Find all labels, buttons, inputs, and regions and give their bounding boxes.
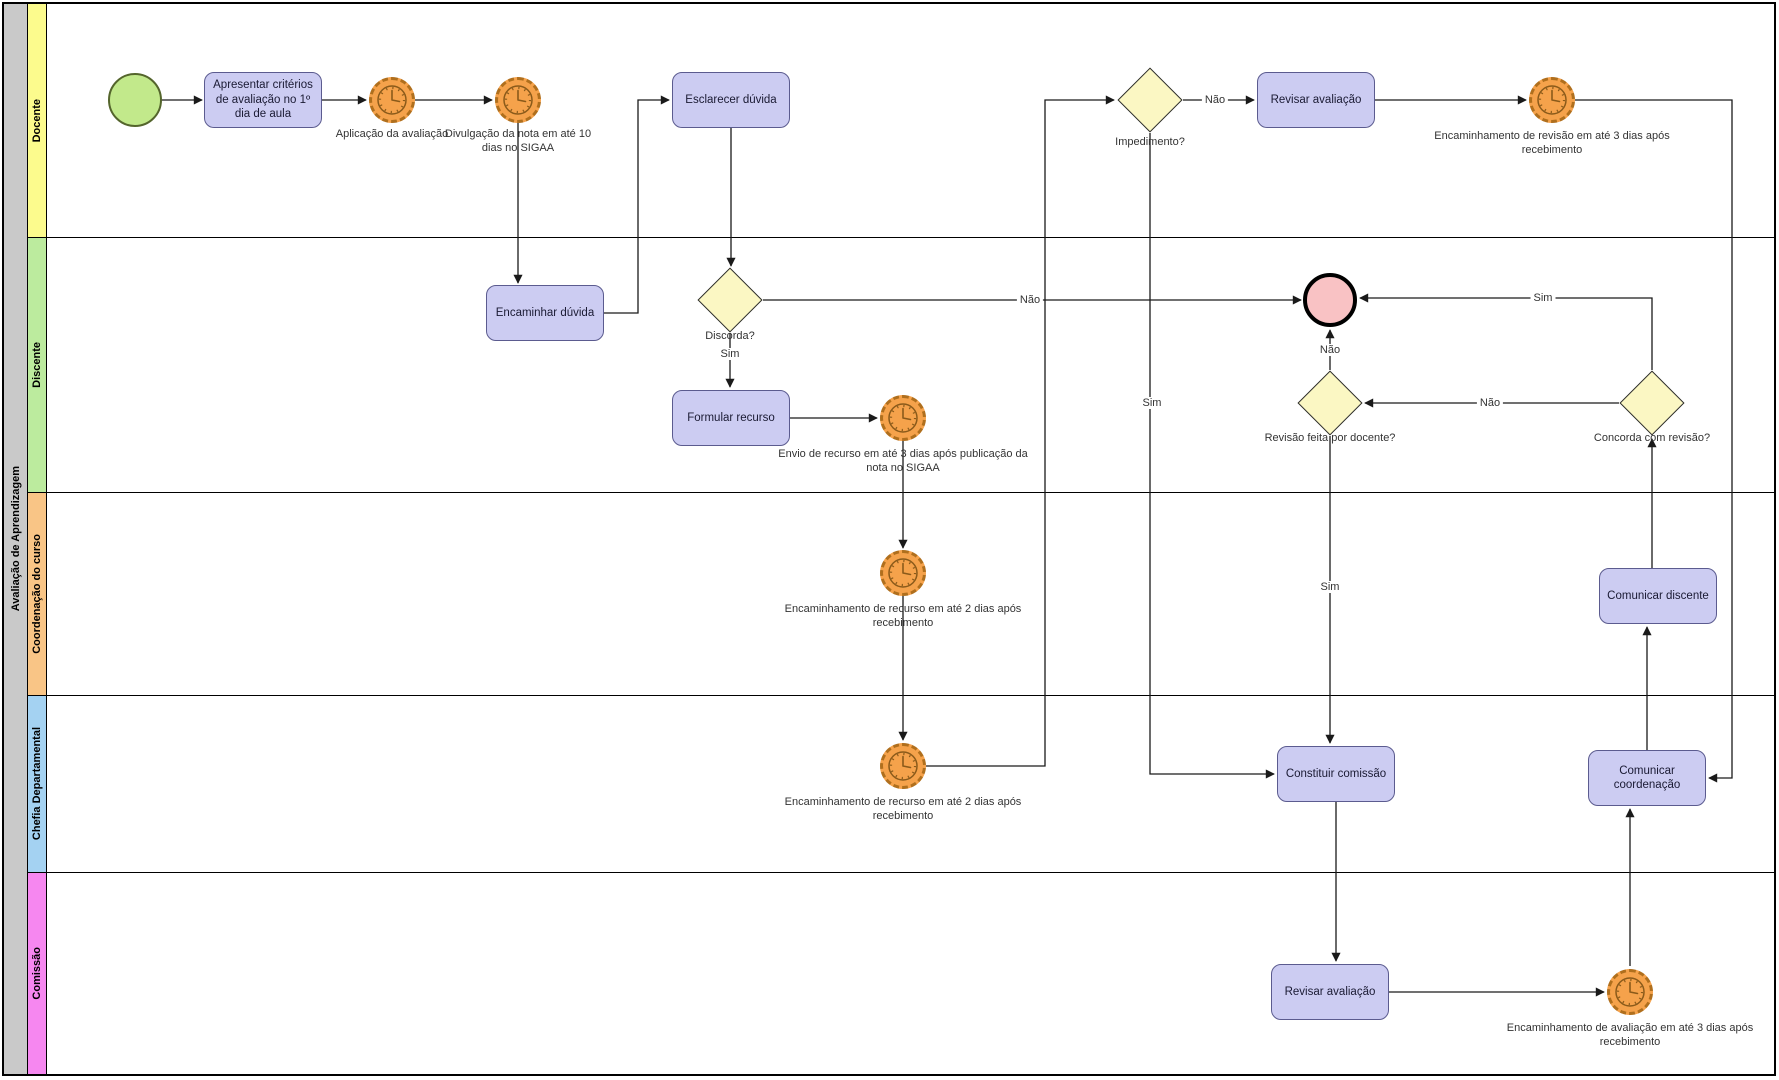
task-encaminhar-duvida[interactable]: Encaminhar dúvida <box>486 285 604 341</box>
timer-caption: Encaminhamento de avaliação em até 3 dia… <box>1506 1022 1754 1049</box>
lane-label-discente: Discente <box>31 342 43 388</box>
lane-strip-discente: Discente <box>28 238 47 492</box>
task-label: Revisar avaliação <box>1284 985 1376 998</box>
timer-caption: Divulgação da nota em até 10 dias no SIG… <box>444 128 592 155</box>
task-label: Constituir comissão <box>1285 767 1387 780</box>
clock-icon <box>888 403 918 433</box>
lanes: Docente Discente Coordenação do curso Ch… <box>28 4 1774 1074</box>
task-label: Encaminhar dúvida <box>495 306 595 319</box>
task-label: Apresentar critérios de avaliação no 1º … <box>213 79 313 121</box>
lane-strip-chefia: Chefia Departamental <box>28 696 47 872</box>
task-label: Formular recurso <box>687 411 775 424</box>
flow-label-revisao-docente-nao: Não <box>1316 344 1344 356</box>
flow-label-revisao-docente-sim: Sim <box>1317 581 1343 593</box>
lane-chefia: Chefia Departamental <box>28 695 1774 872</box>
task-esclarecer-duvida[interactable]: Esclarecer dúvida <box>672 72 790 128</box>
timer-event-encaminhamento-recurso-coordenacao[interactable] <box>880 550 926 596</box>
gateway-caption: Revisão feita por docente? <box>1264 432 1396 444</box>
timer-caption: Encaminhamento de revisão em até 3 dias … <box>1434 130 1670 157</box>
end-event[interactable] <box>1303 273 1357 327</box>
clock-icon <box>1615 977 1645 1007</box>
task-constituir-comissao[interactable]: Constituir comissão <box>1277 746 1395 802</box>
flow-label-impedimento-nao: Não <box>1201 94 1229 106</box>
flow-label-impedimento-sim: Sim <box>1139 397 1165 409</box>
gateway-caption: Impedimento? <box>1115 136 1185 148</box>
pool-title: Avaliação de Aprendizagem <box>9 466 22 612</box>
lane-strip-comissao: Comissão <box>28 873 47 1074</box>
lane-discente: Discente <box>28 237 1774 492</box>
gateway-caption: Discorda? <box>705 330 755 342</box>
lane-label-chefia: Chefia Departamental <box>31 727 43 841</box>
task-revisar-avaliacao-comissao[interactable]: Revisar avaliação <box>1271 964 1389 1020</box>
clock-icon <box>377 85 407 115</box>
timer-event-aplicacao-avaliacao[interactable] <box>369 77 415 123</box>
task-comunicar-discente[interactable]: Comunicar discente <box>1599 568 1717 624</box>
timer-event-envio-recurso[interactable] <box>880 395 926 441</box>
clock-icon <box>1537 85 1567 115</box>
lane-strip-docente: Docente <box>28 4 47 237</box>
timer-caption: Encaminhamento de recurso em até 2 dias … <box>784 603 1022 630</box>
task-label: Esclarecer dúvida <box>685 93 777 106</box>
lane-docente: Docente <box>28 4 1774 237</box>
flow-label-discorda-sim: Sim <box>717 348 743 360</box>
clock-icon <box>888 558 918 588</box>
task-formular-recurso[interactable]: Formular recurso <box>672 390 790 446</box>
pool-title-strip: Avaliação de Aprendizagem <box>4 4 28 1074</box>
timer-event-encaminhamento-revisao[interactable] <box>1529 77 1575 123</box>
timer-event-encaminhamento-recurso-chefia[interactable] <box>880 743 926 789</box>
clock-icon <box>503 85 533 115</box>
timer-caption: Envio de recurso em até 3 dias após publ… <box>778 448 1028 475</box>
timer-event-divulgacao-nota[interactable] <box>495 77 541 123</box>
task-label: Comunicar coordenação <box>1613 764 1681 791</box>
task-comunicar-coordenacao[interactable]: Comunicar coordenação <box>1588 750 1706 806</box>
flow-label-discorda-nao: Não <box>1016 294 1044 306</box>
lane-strip-coordenacao: Coordenação do curso <box>28 493 47 695</box>
task-label: Comunicar discente <box>1607 589 1709 602</box>
flow-label-concorda-sim: Sim <box>1530 292 1556 304</box>
start-event[interactable] <box>108 73 162 127</box>
lane-label-comissao: Comissão <box>31 947 43 1000</box>
lane-label-docente: Docente <box>31 98 43 143</box>
lane-comissao: Comissão <box>28 872 1774 1074</box>
timer-caption: Encaminhamento de recurso em até 2 dias … <box>784 796 1022 823</box>
timer-caption: Aplicação da avaliação <box>335 128 449 140</box>
timer-event-encaminhamento-avaliacao[interactable] <box>1607 969 1653 1015</box>
task-label: Revisar avaliação <box>1270 93 1362 106</box>
flow-label-concorda-nao: Não <box>1476 397 1504 409</box>
task-revisar-avaliacao-docente[interactable]: Revisar avaliação <box>1257 72 1375 128</box>
lane-coordenacao: Coordenação do curso <box>28 492 1774 695</box>
lane-label-coordenacao: Coordenação do curso <box>31 534 43 654</box>
gateway-caption: Concorda com revisão? <box>1593 432 1711 444</box>
clock-icon <box>888 751 918 781</box>
task-apresentar-criterios[interactable]: Apresentar critérios de avaliação no 1º … <box>204 72 322 128</box>
